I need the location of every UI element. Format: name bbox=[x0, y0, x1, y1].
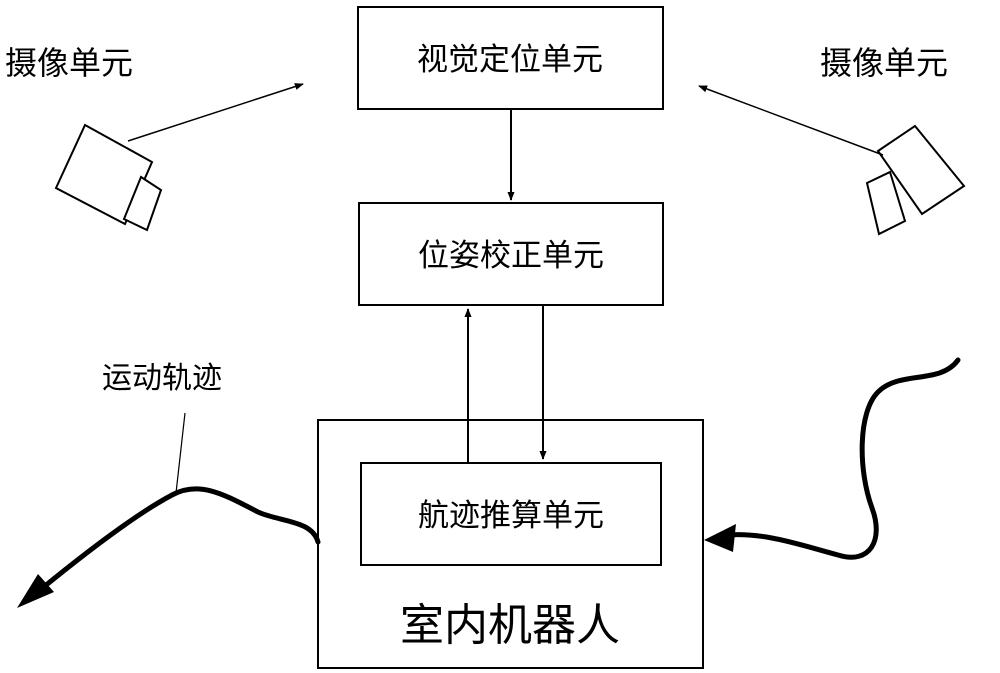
incoming-trajectory-arrowhead bbox=[704, 524, 736, 552]
pose-correction-label: 位姿校正单元 bbox=[418, 238, 604, 274]
arrow-left-camera-to-visual bbox=[127, 83, 304, 142]
pose-correction-unit: 位姿校正单元 bbox=[358, 202, 664, 306]
arrow-right-camera-to-visual bbox=[698, 85, 884, 156]
indoor-robot-label: 室内机器人 bbox=[400, 600, 620, 651]
outgoing-trajectory-path bbox=[37, 486, 321, 593]
visual-positioning-box bbox=[357, 6, 664, 110]
dead-reckoning-box bbox=[360, 462, 662, 566]
dead-reckoning-unit: 航迹推算单元 bbox=[360, 462, 662, 566]
trajectory-leader-line bbox=[175, 412, 186, 494]
visual-positioning-label: 视觉定位单元 bbox=[417, 42, 603, 78]
pose-correction-box bbox=[358, 202, 664, 306]
motion-trajectory-label: 运动轨迹 bbox=[102, 361, 222, 396]
visual-positioning-unit: 视觉定位单元 bbox=[357, 6, 664, 110]
camera-right-icon bbox=[865, 124, 966, 236]
outgoing-trajectory-arrowhead bbox=[17, 574, 54, 608]
incoming-trajectory-path bbox=[715, 357, 961, 560]
camera-left-label: 摄像单元 bbox=[5, 44, 133, 82]
dead-reckoning-label: 航迹推算单元 bbox=[418, 498, 604, 534]
camera-left-icon bbox=[54, 123, 163, 232]
camera-right-label: 摄像单元 bbox=[820, 44, 948, 82]
